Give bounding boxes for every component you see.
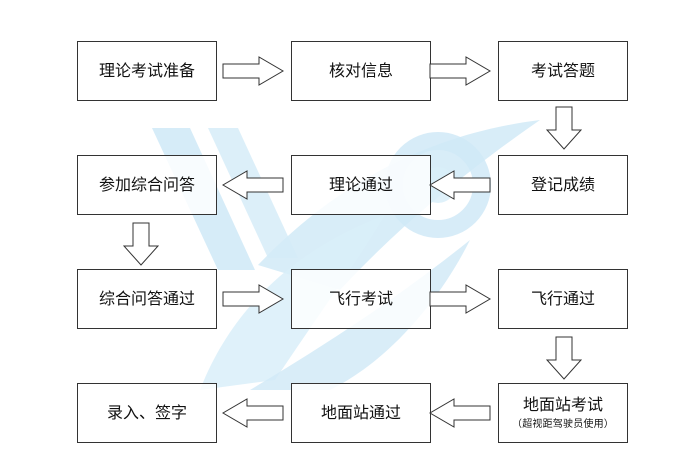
step-label: 飞行通过 (530, 289, 595, 309)
step-box-theory-pass: 理论通过 (291, 155, 431, 215)
step-label: 参加综合问答 (98, 175, 195, 195)
step-box-ground-exam: 地面站考试 （超视距驾驶员使用） (498, 383, 628, 443)
arrow-right-icon (222, 56, 284, 86)
arrow-down-icon (546, 106, 582, 150)
arrow-left-icon (429, 398, 491, 428)
arrow-right-icon (222, 284, 284, 314)
step-label: 地面站通过 (320, 403, 401, 423)
step-box-flight-exam: 飞行考试 (291, 269, 431, 329)
arrow-right-icon (429, 56, 491, 86)
step-box-qa-pass: 综合问答通过 (77, 269, 217, 329)
step-label: 综合问答通过 (98, 289, 195, 309)
step-label: 登记成绩 (530, 175, 595, 195)
step-label: 理论考试准备 (98, 61, 195, 81)
step-box-join-qa: 参加综合问答 (77, 155, 217, 215)
step-label: 考试答题 (530, 61, 595, 81)
arrow-left-icon (222, 398, 284, 428)
arrow-left-icon (222, 170, 284, 200)
step-box-enter-sign: 录入、签字 (77, 383, 217, 443)
step-label: 核对信息 (328, 61, 393, 81)
step-box-verify-info: 核对信息 (291, 41, 431, 101)
step-note: （超视距驾驶员使用） (512, 418, 614, 430)
step-label: 录入、签字 (106, 403, 187, 423)
arrow-left-icon (429, 170, 491, 200)
step-box-exam-answer: 考试答题 (498, 41, 628, 101)
arrow-right-icon (429, 284, 491, 314)
step-label: 飞行考试 (328, 289, 393, 309)
step-box-theory-prep: 理论考试准备 (77, 41, 217, 101)
arrow-down-icon (123, 222, 159, 266)
step-label: 理论通过 (328, 175, 393, 195)
arrow-down-icon (546, 336, 582, 380)
step-box-ground-pass: 地面站通过 (291, 383, 431, 443)
step-label: 地面站考试 (522, 395, 603, 415)
step-box-register-score: 登记成绩 (498, 155, 628, 215)
step-box-flight-pass: 飞行通过 (498, 269, 628, 329)
